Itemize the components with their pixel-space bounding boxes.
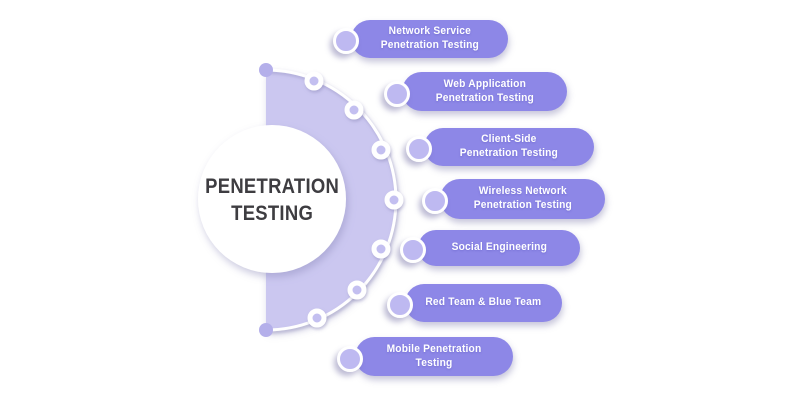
pill-label: Wireless Network Penetration Testing: [473, 185, 572, 211]
pill-social-engineering: Social Engineering: [400, 230, 580, 266]
pill-network-service-penetration-testing: Network Service Penetration Testing: [333, 20, 508, 58]
center-circle: [198, 125, 346, 273]
pill-label: Network Service Penetration Testing: [380, 25, 479, 51]
pill-mobile-penetration-testing: Mobile Penetration Testing: [337, 337, 513, 376]
pill-red-team-blue-team: Red Team & Blue Team: [387, 284, 562, 322]
arc-node-2: [344, 100, 364, 120]
pill-label: Client-Side Penetration Testing: [459, 133, 559, 159]
diagram-title-text: PENETRATION TESTING: [205, 174, 339, 225]
pill-label: Red Team & Blue Team: [425, 296, 542, 309]
arc-node-6: [347, 280, 367, 300]
arc-node-4: [384, 190, 404, 210]
arc-node-1: [304, 71, 324, 91]
pill-bullet-dot: [333, 28, 359, 54]
pill-bullet-dot: [406, 136, 432, 162]
pill-bullet-dot: [387, 292, 413, 318]
diagram-title: PENETRATION TESTING: [197, 158, 347, 242]
pill-bullet-dot: [337, 345, 363, 372]
arc-node-5: [371, 239, 391, 259]
arc-tip-top-dot: [259, 63, 273, 77]
pill-wireless-network-penetration-testing: Wireless Network Penetration Testing: [422, 179, 605, 219]
pill-label: Mobile Penetration Testing: [386, 342, 482, 369]
pill-client-side-penetration-testing: Client-Side Penetration Testing: [406, 128, 594, 166]
pill-web-application-penetration-testing: Web Application Penetration Testing: [384, 72, 567, 111]
arc-node-7: [307, 308, 327, 328]
arc-tip-bottom-dot: [259, 323, 273, 337]
pill-bullet-dot: [422, 188, 448, 214]
pill-bullet-dot: [384, 80, 410, 107]
pill-label: Web Application Penetration Testing: [435, 77, 534, 104]
pill-label: Social Engineering: [451, 241, 547, 254]
pill-bullet-dot: [400, 237, 426, 263]
arc-node-3: [371, 140, 391, 160]
